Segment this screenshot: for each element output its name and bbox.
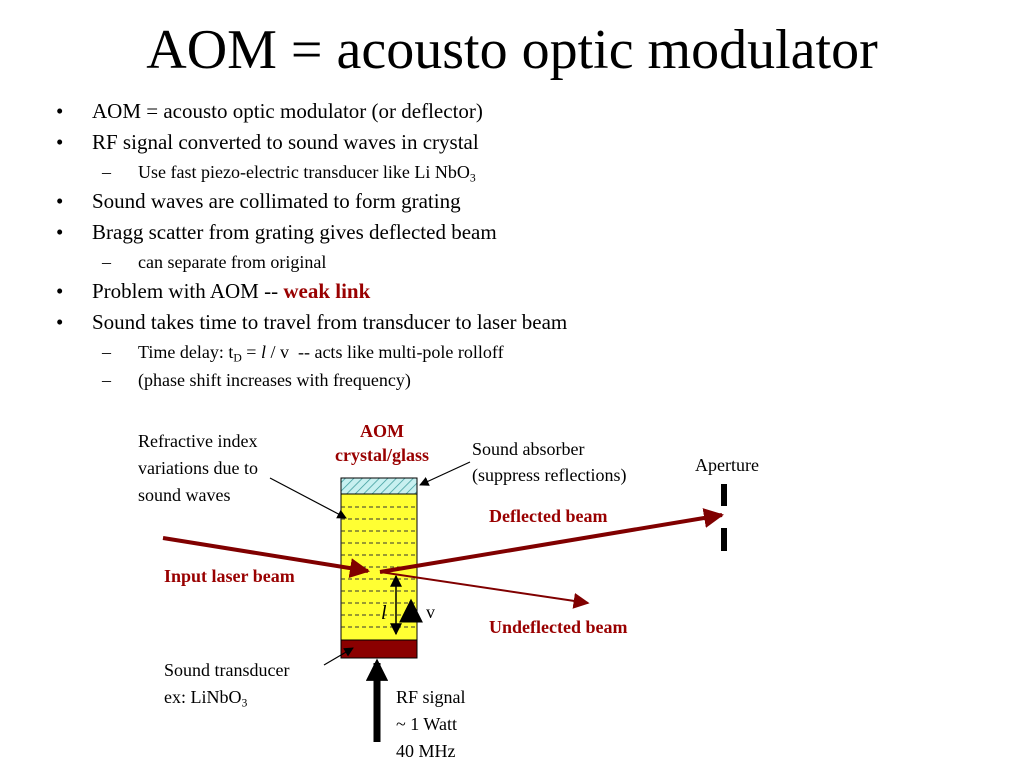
bullet-item: AOM = acousto optic modulator (or deflec…: [56, 96, 1016, 127]
slide-title: AOM = acousto optic modulator: [146, 19, 878, 81]
deflected-beam-label: Deflected beam: [489, 506, 608, 526]
absorber-pointer: [419, 461, 471, 486]
bullet-item: Bragg scatter from grating gives deflect…: [56, 217, 1016, 248]
undeflected-beam: [379, 571, 590, 609]
input-beam: [162, 536, 370, 579]
sub-bullet-item: (phase shift increases with frequency): [56, 366, 1016, 394]
bullet-item: Problem with AOM -- weak link: [56, 276, 1016, 307]
sound-transducer: [340, 639, 418, 659]
refractive-pointer: [269, 477, 347, 519]
weak-link-emphasis: weak link: [283, 279, 371, 303]
sub-bullet-item: can separate from original: [56, 248, 1016, 276]
transducer-pointer: [323, 647, 354, 666]
sub-bullet-item: Time delay: tD = l / v -- acts like mult…: [56, 338, 1016, 366]
rf-signal-label: RF signal ~ 1 Watt 40 MHz: [396, 687, 466, 761]
refractive-index-label: Refractive index variations due to sound…: [138, 431, 258, 505]
aom-label: AOM crystal/glass: [335, 421, 429, 465]
undeflected-beam-label: Undeflected beam: [489, 617, 628, 637]
sound-transducer-label: Sound transducer ex: LiNbO3: [164, 660, 290, 710]
input-beam-label: Input laser beam: [164, 566, 295, 586]
sound-absorber-label: Sound absorber (suppress reflections): [472, 439, 627, 485]
sub-bullet-item: Use fast piezo-electric transducer like …: [56, 158, 1016, 186]
bullet-item: Sound takes time to travel from transduc…: [56, 307, 1016, 338]
sound-absorber: [340, 477, 418, 495]
aperture-label: Aperture: [695, 455, 759, 475]
length-symbol: l: [381, 602, 387, 624]
deflected-beam: [379, 508, 724, 574]
bullet-list: AOM = acousto optic modulator (or deflec…: [56, 96, 1016, 394]
bullet-item: RF signal converted to sound waves in cr…: [56, 127, 1016, 158]
bullet-item: Sound waves are collimated to form grati…: [56, 186, 1016, 217]
velocity-symbol: v: [426, 602, 435, 622]
